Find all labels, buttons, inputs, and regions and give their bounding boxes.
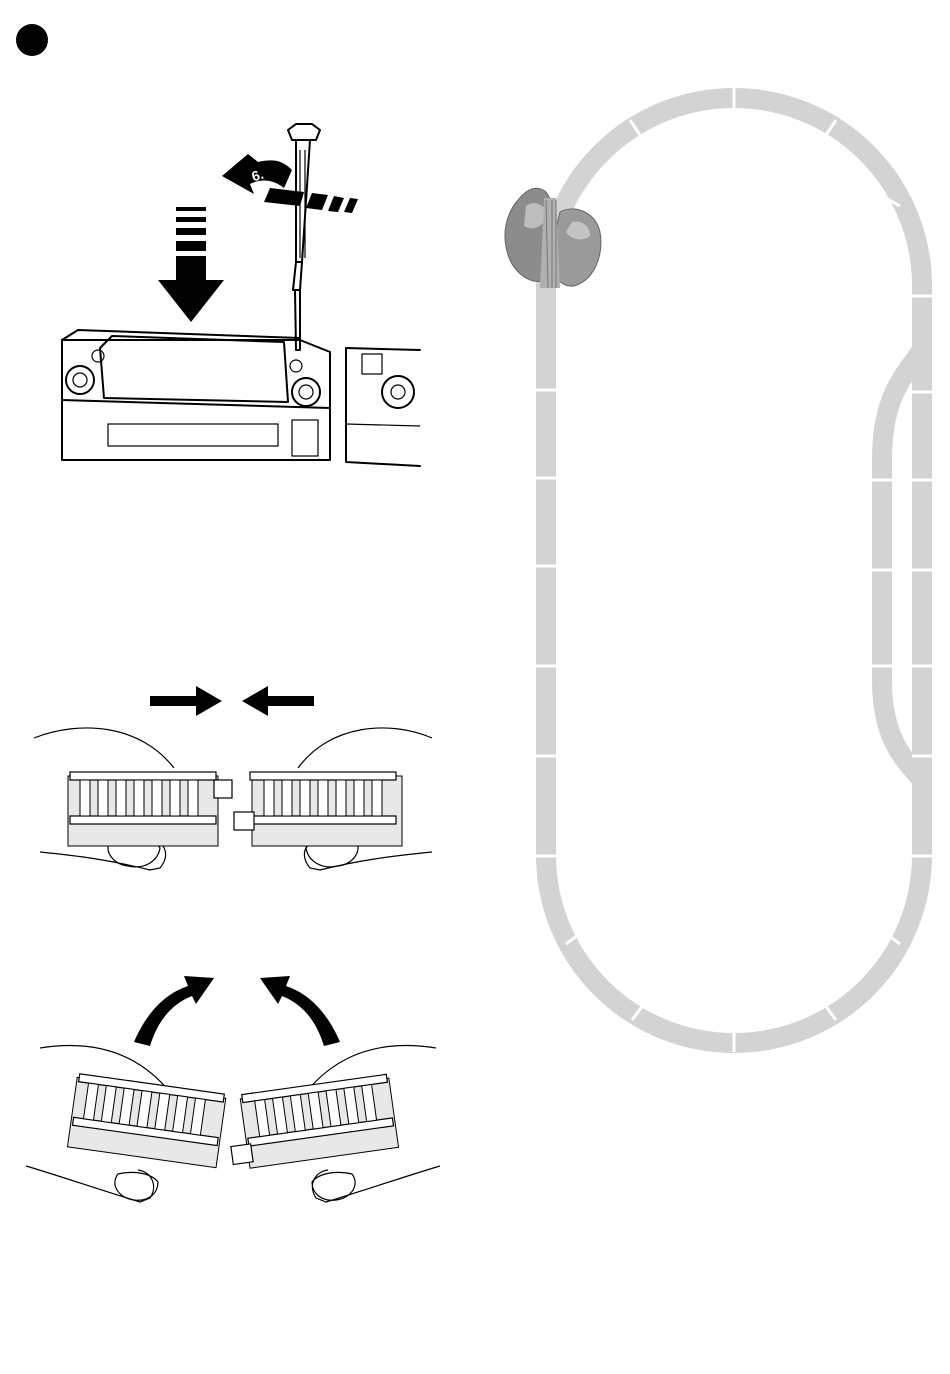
- track-piece-right: [224, 1074, 399, 1170]
- rotate-arrow-icon: 6.: [222, 154, 358, 213]
- connect-track-figure: [0, 680, 470, 880]
- track-oval: [546, 98, 922, 1043]
- curved-arrows-icon: [134, 976, 340, 1046]
- track-piece-left: [68, 772, 232, 846]
- converging-arrows-icon: [150, 686, 314, 716]
- track-piece-right: [234, 772, 402, 846]
- track-piece-left: [67, 1073, 226, 1167]
- angle-track-figure: [0, 970, 470, 1210]
- screwdriver-icon: [288, 124, 320, 350]
- loco-cover-figure: 6.: [0, 0, 470, 480]
- track-layout-figure: [480, 80, 940, 1070]
- down-arrow-icon: [158, 207, 224, 322]
- tree-icon: [505, 188, 601, 288]
- locomotive-body: [62, 330, 420, 466]
